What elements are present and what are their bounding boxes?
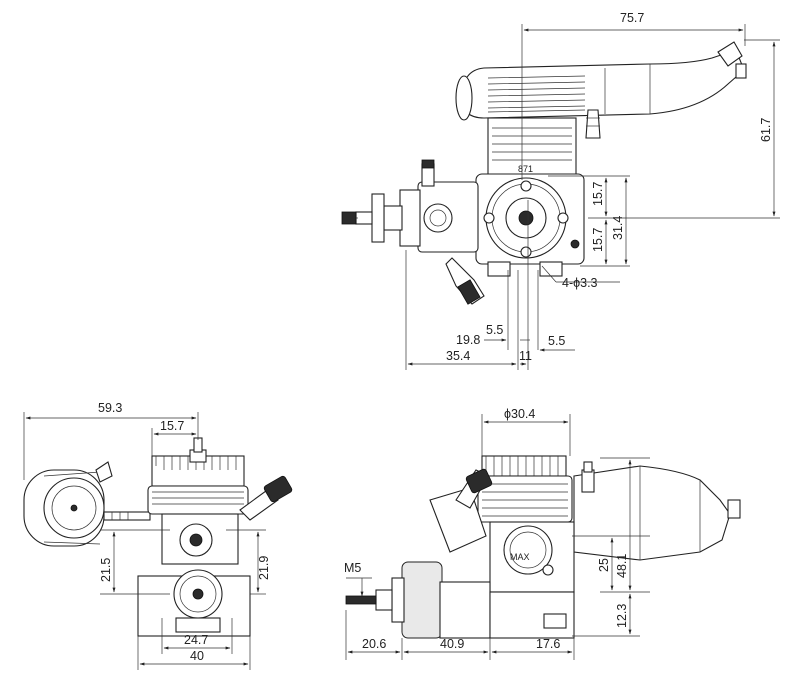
dim-25: 25: [597, 558, 611, 572]
dim-21-5: 21.5: [99, 558, 113, 582]
cylinder-head-side: [147, 437, 249, 515]
carburetor-top: [417, 159, 485, 305]
dim-35-4: 35.4: [446, 349, 470, 363]
dim-40: 40: [190, 649, 204, 663]
dim-75-7: 75.7: [620, 11, 644, 25]
carburetor-front: [429, 468, 493, 553]
dim-15-7-upper: 15.7: [591, 182, 605, 206]
dim-20-6: 20.6: [362, 637, 386, 651]
front-view: MAX ϕ30.4 M5: [344, 407, 741, 660]
dim-5-5-a: 5.5: [486, 323, 503, 337]
dim-m5: M5: [344, 561, 361, 575]
dim-61-7: 61.7: [759, 118, 773, 142]
brand-label: MAX: [510, 552, 530, 562]
side-dimensions: 59.3 15.7 21.5 21.9 24.7 40: [23, 401, 271, 670]
dim-12-3: 12.3: [615, 604, 629, 628]
dim-bore: ϕ30.4: [504, 407, 535, 421]
side-view: 59.3 15.7 21.5 21.9 24.7 40: [23, 401, 293, 670]
top-dimensions: 75.7 61.7 15.7 15.7 31.4 4-ϕ3.3 19.8: [405, 11, 780, 370]
muffler-fins: [487, 75, 586, 113]
dim-40-9: 40.9: [440, 637, 464, 651]
muffler-end: [23, 461, 113, 547]
muffler: [455, 41, 747, 139]
crankcase-top: 871: [475, 164, 585, 265]
crankcase-front: MAX: [489, 521, 575, 593]
dim-15-7-lower: 15.7: [591, 228, 605, 252]
dim-19-8: 19.8: [456, 333, 480, 347]
prop-drive-front: [345, 561, 575, 639]
cylinder-head-front: [477, 455, 573, 523]
dim-48-1: 48.1: [615, 554, 629, 578]
dim-17-6: 17.6: [536, 637, 560, 651]
prop-drive-top: [341, 189, 421, 247]
crankcase-side: [137, 513, 251, 637]
top-view: 871 75.7: [341, 11, 780, 370]
part-number-label: 871: [518, 164, 533, 174]
dim-5-5-b: 5.5: [548, 334, 565, 348]
front-dimensions: ϕ30.4 M5 25 48.1 12.3 20.6 40.9 17.6: [344, 407, 650, 660]
dim-holes: 4-ϕ3.3: [562, 276, 598, 290]
dim-21-9: 21.9: [257, 556, 271, 580]
cylinder-fins-top: [487, 117, 577, 179]
dim-15-7-side: 15.7: [160, 419, 184, 433]
dim-11: 11: [519, 349, 532, 363]
dim-24-7: 24.7: [184, 633, 208, 647]
muffler-side: [573, 461, 741, 561]
dim-59-3: 59.3: [98, 401, 122, 415]
dim-31-4: 31.4: [611, 216, 625, 240]
